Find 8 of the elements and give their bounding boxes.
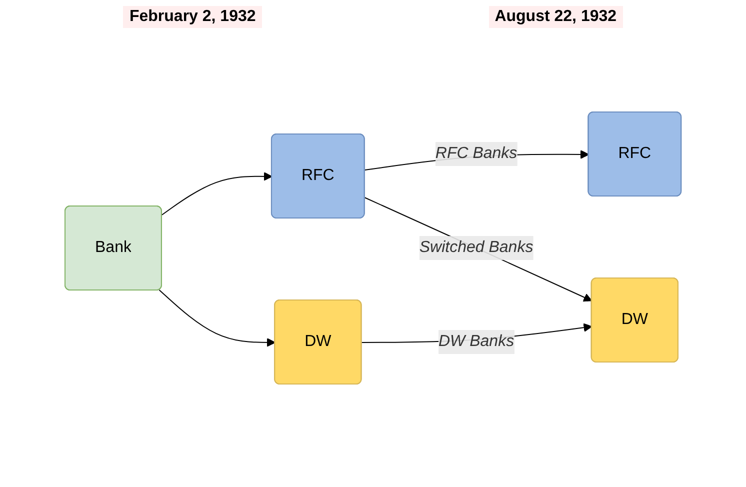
arrow (161, 172, 272, 216)
edge-label: DW Banks (438, 333, 514, 350)
edge-label: RFC Banks (435, 145, 518, 162)
arrow (158, 289, 276, 347)
arrow (364, 197, 592, 302)
edge-label: Switched Banks (419, 239, 534, 256)
date-label: February 2, 1932 (123, 6, 262, 28)
date-label: August 22, 1932 (488, 6, 623, 28)
